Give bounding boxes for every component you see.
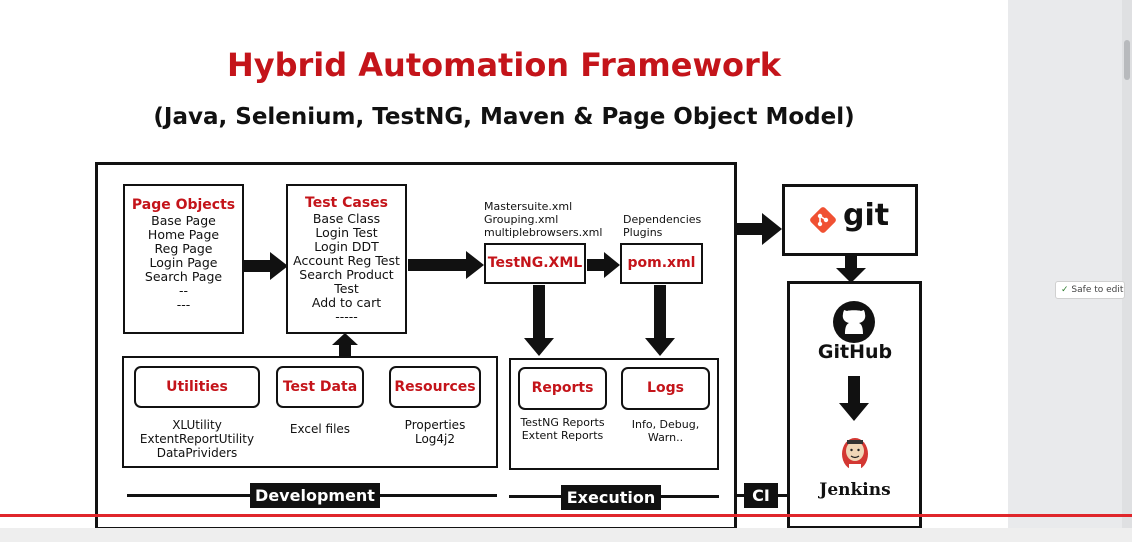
testng-note: multiplebrowsers.xml <box>484 226 603 239</box>
pom-notes: Dependencies Plugins <box>623 213 723 239</box>
testng-note: Mastersuite.xml <box>484 200 573 213</box>
arrow-right-icon <box>737 213 782 245</box>
arrow-down-icon <box>836 256 866 283</box>
list-item: Login DDT <box>314 239 379 254</box>
list-item: Base Class <box>312 211 381 226</box>
list-item: Warn.. <box>647 431 684 444</box>
list-item: XLUtility <box>172 418 222 432</box>
list-item: Excel files <box>289 422 351 436</box>
safe-to-edit-label: Safe to edit <box>1071 285 1124 295</box>
test-cases-header: Test Cases <box>305 195 388 211</box>
github-label: GitHub <box>817 341 893 363</box>
list-item: Home Page <box>147 227 220 242</box>
jenkins-logo-icon <box>838 434 872 478</box>
arrow-down-icon <box>839 376 869 421</box>
scrollbar-thumb[interactable] <box>1124 40 1130 80</box>
git-label: git <box>843 198 890 233</box>
list-item: Extent Reports <box>521 429 604 442</box>
page-subtitle: (Java, Selenium, TestNG, Maven & Page Ob… <box>153 104 855 130</box>
list-item: --- <box>176 297 191 312</box>
pom-xml-box: pom.xml <box>620 243 703 284</box>
list-item: TestNG Reports <box>520 416 605 429</box>
list-item: Base Page <box>151 213 216 228</box>
resources-box: Resources <box>389 366 481 408</box>
logs-items: Info, Debug, Warn.. <box>621 418 710 444</box>
test-data-items: Excel files <box>276 422 364 436</box>
pom-note: Plugins <box>623 226 663 239</box>
list-item: Info, Debug, <box>631 418 700 431</box>
progress-bar[interactable] <box>0 514 1132 517</box>
ci-tools-box: GitHub Jenkins <box>787 281 922 529</box>
jenkins-label: Jenkins <box>819 480 891 500</box>
git-box: git <box>782 184 918 256</box>
testng-notes: Mastersuite.xml Grouping.xml multiplebro… <box>484 200 614 239</box>
utilities-items: XLUtility ExtentReportUtility DataPrivid… <box>134 418 260 460</box>
list-item: Properties <box>404 418 466 432</box>
list-item: Search Product <box>299 267 394 282</box>
list-item: Add to cart <box>311 295 382 310</box>
logs-box: Logs <box>621 367 710 410</box>
list-item: Test <box>334 281 359 296</box>
arrow-up-icon <box>332 333 358 356</box>
page-objects-box: Page Objects Base Page Home Page Reg Pag… <box>123 184 244 334</box>
test-data-box: Test Data <box>276 366 364 408</box>
side-panel <box>1008 0 1132 542</box>
bottom-strip <box>0 528 1132 542</box>
page-title: Hybrid Automation Framework <box>226 46 782 84</box>
list-item: DataPrividers <box>156 446 238 460</box>
execution-label: Execution <box>561 485 661 510</box>
ci-label: CI <box>744 483 778 508</box>
testng-xml-box: TestNG.XML <box>484 243 586 284</box>
list-item: ExtentReportUtility <box>139 432 255 446</box>
list-item: Login Test <box>315 225 378 240</box>
list-item: ----- <box>335 309 358 324</box>
list-item: Search Page <box>144 269 223 284</box>
utilities-box: Utilities <box>134 366 260 408</box>
arrow-right-icon <box>587 252 620 278</box>
arrow-right-icon <box>408 251 484 279</box>
pom-xml-label: pom.xml <box>627 255 696 271</box>
scrollbar-track[interactable] <box>1122 0 1132 542</box>
list-item: -- <box>178 283 189 298</box>
list-item: Log4j2 <box>414 432 456 446</box>
pom-note: Dependencies <box>623 213 702 226</box>
list-item: Account Reg Test <box>293 253 400 268</box>
list-item: Login Page <box>149 255 218 270</box>
test-cases-box: Test Cases Base Class Login Test Login D… <box>286 184 407 334</box>
reports-items: TestNG Reports Extent Reports <box>514 416 611 442</box>
list-item: Reg Page <box>154 241 213 256</box>
arrow-down-icon <box>524 285 554 356</box>
arrow-down-icon <box>645 285 675 356</box>
check-icon: ✓ <box>1061 285 1069 295</box>
github-logo-icon <box>832 300 876 348</box>
development-label: Development <box>250 483 380 508</box>
arrow-right-icon <box>244 252 288 280</box>
resources-items: Properties Log4j2 <box>389 418 481 446</box>
page-objects-header: Page Objects <box>131 197 236 213</box>
testng-note: Grouping.xml <box>484 213 559 226</box>
reports-box: Reports <box>518 367 607 410</box>
testng-xml-label: TestNG.XML <box>487 255 583 271</box>
git-logo-icon <box>809 206 837 234</box>
safe-to-edit-badge[interactable]: ✓ Safe to edit <box>1055 281 1125 299</box>
